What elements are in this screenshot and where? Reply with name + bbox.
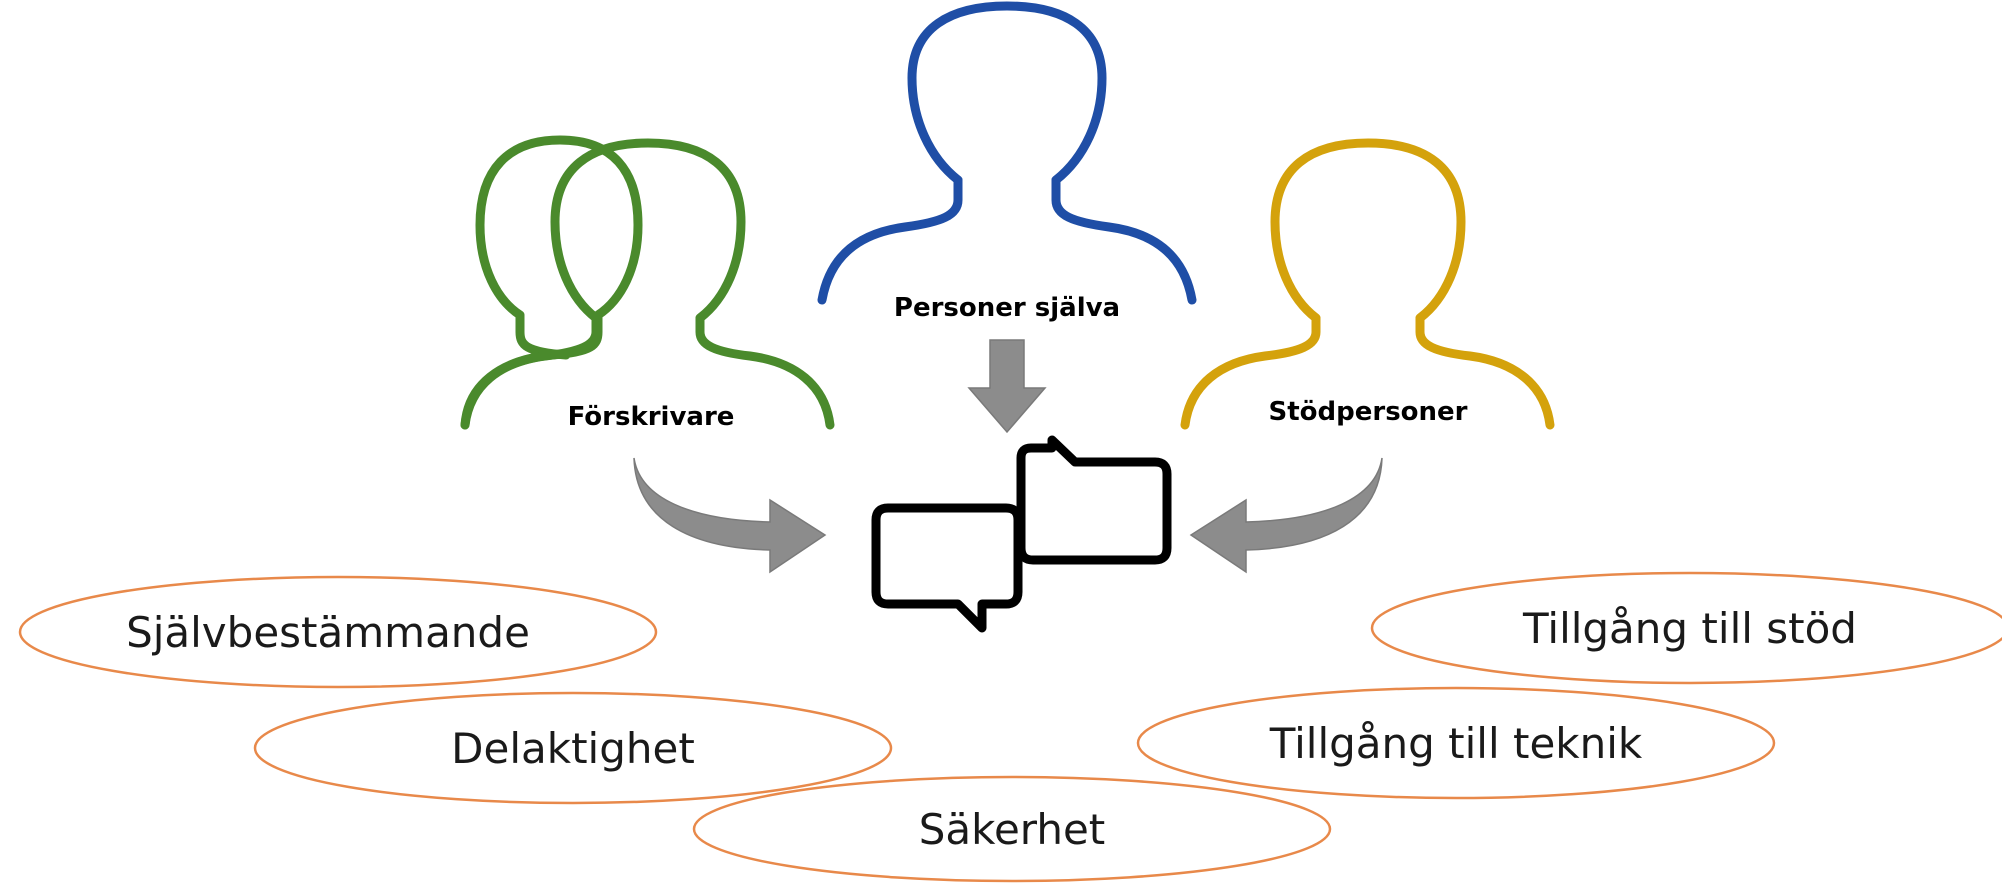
curved-arrow-right-icon: [633, 457, 827, 574]
person-forskrivare-shoulders: [460, 313, 601, 430]
person-forskrivare-shoulders-right: [695, 313, 835, 430]
aspect-tillgang-till-stod: Tillgång till stöd: [1370, 571, 2002, 685]
aspect-sjalvbestammande-oval: [18, 575, 658, 689]
aspect-tillgang-till-teknik-label: Tillgång till teknik: [1269, 719, 1643, 768]
aspect-sakerhet-label: Säkerhet: [919, 805, 1106, 854]
curved-arrow-left-icon: [1189, 457, 1383, 574]
person-stodpersoner-head: [1270, 138, 1466, 323]
aspect-delaktighet: Delaktighet: [253, 691, 893, 805]
aspect-sjalvbestammande-label: Självbestämmande: [126, 608, 530, 657]
person-personer-sjalva: Personer själva: [817, 1, 1197, 323]
aspect-sakerhet: Säkerhet: [692, 775, 1332, 883]
person-stodpersoner: Stödpersoner: [1180, 138, 1555, 430]
aspect-tillgang-till-stod-label: Tillgång till stöd: [1522, 604, 1857, 653]
aspect-sakerhet-oval: [692, 775, 1332, 883]
aspect-sjalvbestammande: Självbestämmande: [18, 575, 658, 689]
person-forskrivare: Förskrivare: [460, 135, 835, 432]
chat-bubble-left-icon: [871, 503, 1023, 633]
person-stodpersoner-label: Stödpersoner: [1269, 397, 1468, 427]
person-personer-sjalva-label: Personer själva: [894, 293, 1120, 323]
person-forskrivare-label: Förskrivare: [568, 402, 735, 432]
aspect-tillgang-till-teknik-oval: [1136, 686, 1776, 800]
chat-bubble-right-icon: [1016, 435, 1172, 565]
aspect-tillgang-till-stod-oval: [1370, 571, 2002, 685]
chat-bubbles-icon: [871, 435, 1172, 633]
person-stodpersoner-shoulders-left: [1180, 313, 1321, 430]
arrow-down-icon: [967, 339, 1047, 434]
aspect-tillgang-till-teknik: Tillgång till teknik: [1136, 686, 1776, 800]
person-personer-sjalva-shoulders-right: [1051, 175, 1197, 305]
person-forskrivare-head: [550, 138, 746, 323]
person-personer-sjalva-shoulders-left: [817, 175, 963, 305]
person-stodpersoner-shoulders-right: [1415, 313, 1555, 430]
aspect-delaktighet-oval: [253, 691, 893, 805]
person-personer-sjalva-head: [907, 1, 1107, 185]
aspect-delaktighet-label: Delaktighet: [451, 724, 695, 773]
